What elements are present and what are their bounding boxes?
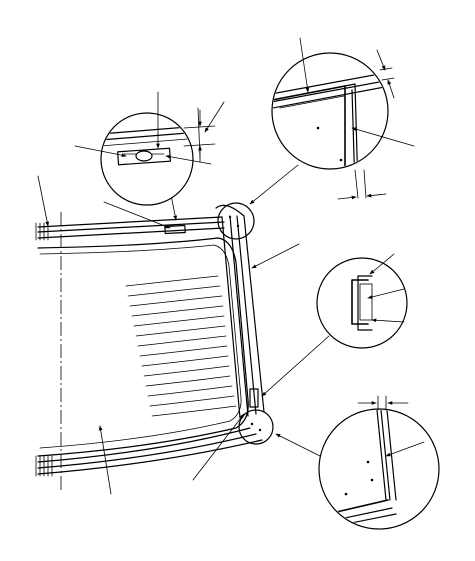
lower-bracket: [249, 388, 259, 408]
bottom-corner-callout: [238, 409, 274, 445]
side-molding-top: [215, 204, 245, 217]
bottom-molding: [37, 427, 263, 475]
glass-inner-outline: [39, 244, 242, 449]
bottom-corner-detail: [318, 395, 440, 530]
channel-section-detail: [316, 253, 408, 349]
upper-left-detail: [74, 91, 225, 206]
molding-clip: [164, 224, 186, 235]
top-corner-detail: [271, 37, 415, 200]
windshield-assembly: [35, 202, 274, 492]
heater-grid-lines: [125, 275, 237, 417]
top-molding: [37, 216, 225, 239]
glass-outline: [37, 237, 249, 457]
side-molding: [221, 215, 265, 419]
top-molding-left-hatch: [35, 222, 49, 241]
top-corner-callout: [217, 202, 255, 240]
bottom-molding-left-hatch: [35, 455, 53, 477]
